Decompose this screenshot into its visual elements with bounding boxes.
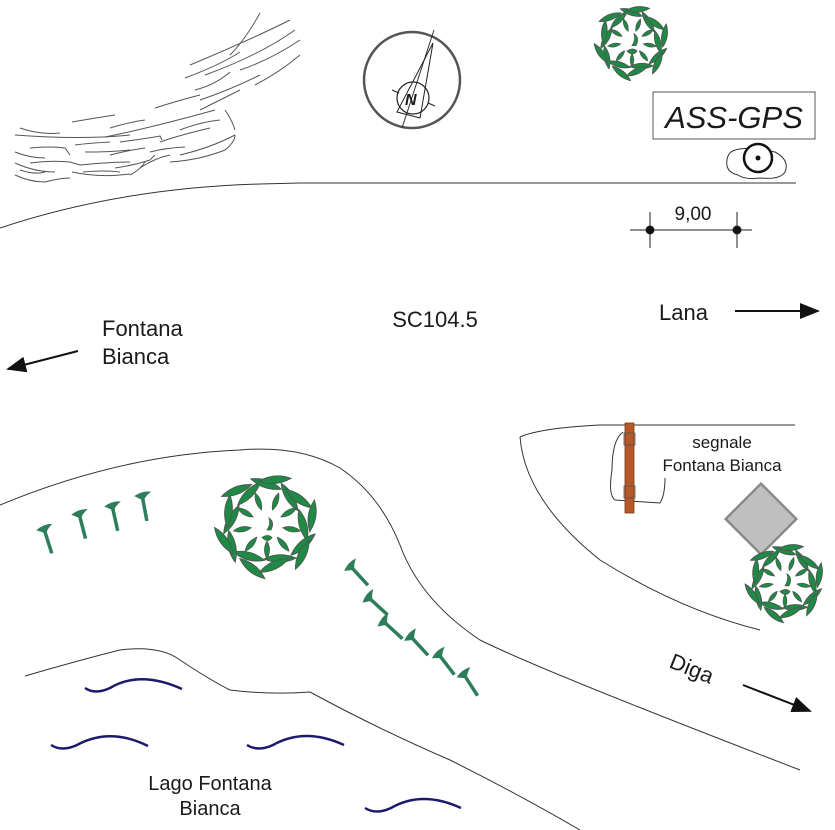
road-edges <box>0 182 801 830</box>
direction-southeast-label: Diga <box>666 648 718 688</box>
arrow-west-icon <box>6 350 79 373</box>
gps-station-label-box: ASS-GPS <box>652 91 816 140</box>
direction-east: Lana <box>659 300 820 325</box>
wave-icon <box>364 797 462 813</box>
tree-icon <box>213 475 317 580</box>
shrub-icon <box>362 588 389 617</box>
lake-label-line2: Bianca <box>179 798 241 820</box>
shrub-icon <box>104 501 121 532</box>
shrub-icon <box>377 612 404 641</box>
shrub-icon <box>36 523 54 554</box>
distance-value: 9,00 <box>675 204 712 225</box>
rock-slope-hatching <box>14 12 301 183</box>
shrub-icon <box>404 628 430 657</box>
shrub-icon <box>456 667 480 697</box>
wave-icon <box>84 678 183 693</box>
gps-point-marker <box>726 142 787 180</box>
direction-southeast: Diga <box>666 648 812 712</box>
direction-east-label: Lana <box>659 300 709 325</box>
lot-outline <box>519 424 795 438</box>
building-icon <box>723 481 799 557</box>
road-north-edge <box>0 182 796 229</box>
shrub-icon <box>431 646 456 676</box>
shrub-icon <box>134 491 151 522</box>
north-arrow-compass: N <box>362 29 462 130</box>
sign-post <box>610 422 666 514</box>
arrow-southeast-icon <box>742 684 812 712</box>
wave-icon <box>50 735 149 750</box>
direction-west-line2: Bianca <box>102 344 170 369</box>
distance-measure <box>630 212 752 248</box>
shrubs <box>36 491 480 697</box>
compass-letter: N <box>405 92 417 109</box>
tree-icon <box>744 544 823 624</box>
lake-shore <box>24 648 581 830</box>
lake-waves <box>50 678 462 813</box>
tree-icon <box>593 6 668 82</box>
shrub-icon <box>344 558 370 587</box>
site-code-label: SC104.5 <box>392 307 478 332</box>
shrub-icon <box>71 509 88 539</box>
wave-icon <box>246 734 345 750</box>
direction-west-line1: Fontana <box>102 316 183 341</box>
direction-west: Fontana Bianca <box>6 316 183 373</box>
sign-label-line1: segnale <box>692 433 752 452</box>
lake-label-line1: Lago Fontana <box>148 773 272 795</box>
road-south-edge <box>0 448 801 771</box>
gps-station-label: ASS-GPS <box>663 100 803 135</box>
trees <box>213 6 823 624</box>
sign-label-line2: Fontana Bianca <box>662 456 782 475</box>
